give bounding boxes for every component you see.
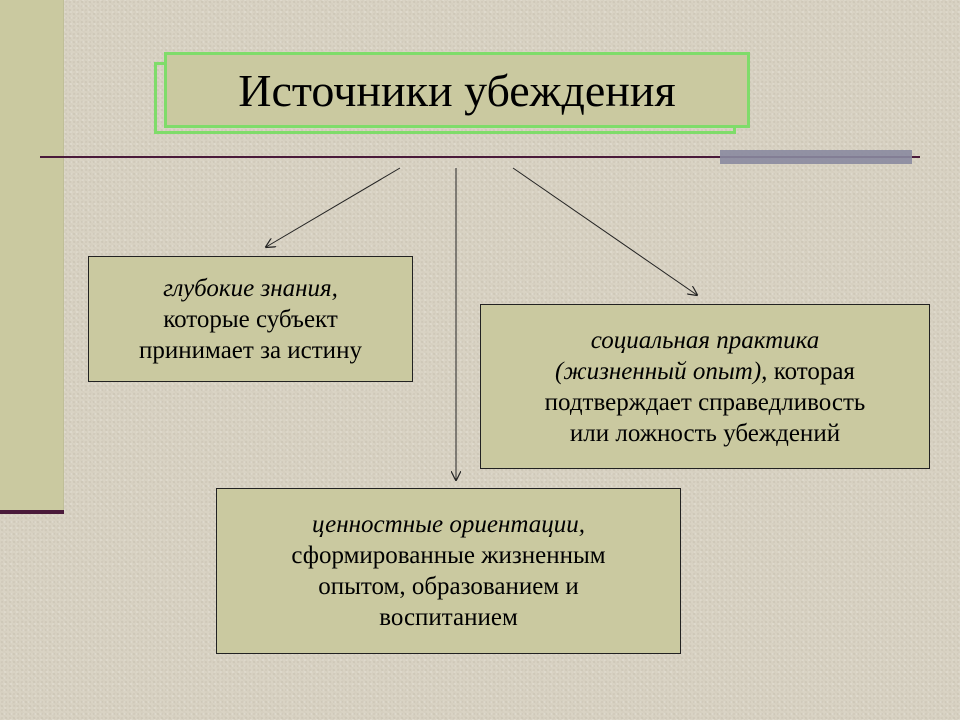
practice-line-3: подтверждает справедливость — [544, 388, 866, 416]
practice-line-4: или ложность убеждений — [569, 419, 841, 447]
values-lead-text: ценностные ориентации, — [312, 511, 585, 538]
slide-title: Источники убеждения — [164, 52, 750, 128]
slide-title-text: Источники убеждения — [238, 64, 676, 116]
title-divider-rule — [40, 156, 920, 158]
values-line-2: сформированные жизненным — [291, 542, 606, 569]
divider-accent-block — [720, 150, 912, 164]
practice-lead-text: социальная практика — [590, 326, 820, 354]
arrow-to-knowledge — [266, 167, 401, 247]
source-box-knowledge: глубокие знания, которые субъект принима… — [88, 256, 413, 382]
source-box-practice: социальная практика (жизненный опыт), ко… — [480, 304, 930, 469]
knowledge-line-3: принимает за истину — [139, 336, 362, 364]
knowledge-lead-text: глубокие знания, — [163, 274, 338, 302]
values-line-3: опытом, образованием и — [318, 573, 579, 600]
left-accent-bar — [0, 0, 64, 512]
practice-line-2-rest: которая — [767, 357, 855, 385]
values-line-4: воспитанием — [379, 604, 518, 631]
practice-line-2-italic: (жизненный опыт), — [555, 357, 768, 385]
left-accent-underline — [0, 510, 64, 514]
knowledge-line-2: которые субъект — [163, 305, 338, 333]
source-box-values: ценностные ориентации, сформированные жи… — [216, 488, 681, 654]
arrow-to-practice — [512, 167, 697, 295]
practice-line-2: (жизненный опыт), которая — [555, 356, 855, 387]
